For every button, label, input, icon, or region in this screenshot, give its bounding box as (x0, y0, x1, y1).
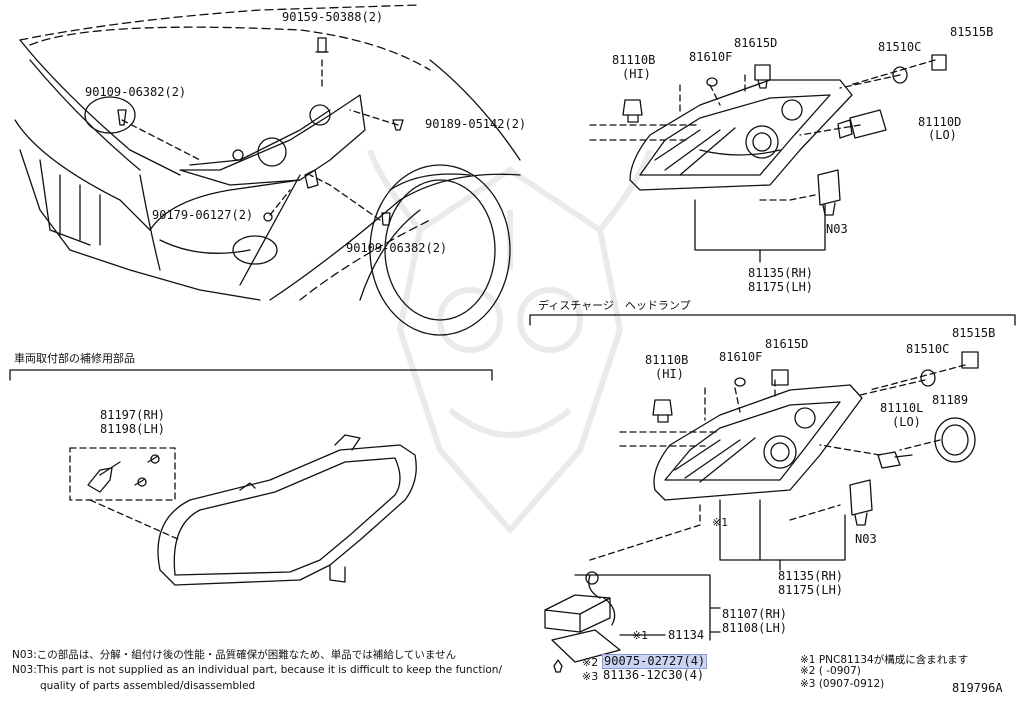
part-90179-06127[interactable]: 90179-06127(2) (152, 208, 254, 222)
ref-note-3: ※3 (0907-0912) (800, 678, 885, 690)
repair-bracket-parts (87, 454, 160, 493)
part-81110B-discharge[interactable]: 81110B (645, 353, 689, 367)
bulbs-discharge (652, 351, 979, 526)
hi-label-top: (HI) (622, 67, 651, 81)
n03-top[interactable]: N03 (826, 222, 848, 236)
part-90075-02727-highlighted[interactable]: 90075-02727(4) (601, 654, 708, 669)
part-81615D-discharge[interactable]: 81615D (765, 337, 809, 351)
part-81610F-top[interactable]: 81610F (689, 50, 733, 64)
part-81136-12C30[interactable]: 81136-12C30(4) (603, 668, 705, 682)
part-81615D-top[interactable]: 81615D (734, 36, 778, 50)
part-81175-top[interactable]: 81175(LH) (748, 280, 814, 294)
ref-mark-1: ※1 (712, 516, 729, 529)
headlamp-discharge (653, 384, 863, 501)
ref-mark-2: ※2 (582, 656, 599, 669)
part-81110L[interactable]: 81110L (880, 401, 924, 415)
part-81110D[interactable]: 81110D (918, 115, 962, 129)
n03-note-japanese: N03:この部品は、分解・組付け後の性能・品質確保が困難なため、単品では補給して… (12, 649, 457, 661)
lo-label-top: (LO) (928, 128, 957, 142)
ballast-assembly (544, 571, 721, 673)
headlamp-repair (157, 434, 417, 586)
part-81515B-top[interactable]: 81515B (950, 25, 994, 39)
part-81510C-discharge[interactable]: 81510C (906, 342, 950, 356)
part-90109-06382-lower[interactable]: 90109-06382(2) (346, 241, 448, 255)
repair-section-bracket (9, 369, 493, 381)
repair-parts-title: 車両取付部の補修用部品 (14, 352, 135, 365)
part-81135-top[interactable]: 81135(RH) (748, 266, 814, 280)
part-81110B-top[interactable]: 81110B (612, 53, 656, 67)
ref-note-1: ※1 PNC81134が構成に含まれます (800, 654, 969, 666)
part-81135-discharge[interactable]: 81135(RH) (778, 569, 844, 583)
part-81175-discharge[interactable]: 81175(LH) (778, 583, 844, 597)
ref-mark-3: ※3 (582, 670, 599, 683)
ref-mark-1b: ※1 (632, 629, 649, 642)
n03-note-english-line1: N03:This part is not supplied as an indi… (12, 664, 502, 676)
part-81107[interactable]: 81107(RH) (722, 607, 788, 621)
bulbs-top (622, 54, 947, 216)
headlamp-top (629, 79, 853, 191)
discharge-section-bracket (529, 314, 1016, 326)
part-81510C-top[interactable]: 81510C (878, 40, 922, 54)
watermark-emblem (367, 150, 653, 535)
discharge-headlamp-title: ディスチャージ ヘッドランプ (538, 299, 691, 312)
part-90159-50388[interactable]: 90159-50388(2) (282, 10, 384, 24)
part-90189-05142[interactable]: 90189-05142(2) (425, 117, 527, 131)
part-81108[interactable]: 81108(LH) (722, 621, 788, 635)
part-81610F-discharge[interactable]: 81610F (719, 350, 763, 364)
part-81134[interactable]: 81134 (668, 628, 705, 642)
n03-note-english-line2: quality of parts assembled/disassembled (40, 680, 256, 692)
hi-label-discharge: (HI) (655, 367, 684, 381)
ref-note-2: ※2 ( -0907) (800, 665, 861, 677)
part-90109-06382-upper[interactable]: 90109-06382(2) (85, 85, 187, 99)
part-81197[interactable]: 81197(RH) (100, 408, 166, 422)
lo-label-discharge: (LO) (892, 415, 921, 429)
part-81189[interactable]: 81189 (932, 393, 969, 407)
fasteners-car (117, 37, 404, 226)
diagram-id: 819796A (952, 681, 1003, 695)
car-front-illustration (14, 4, 521, 336)
n03-discharge[interactable]: N03 (855, 532, 877, 546)
part-81198[interactable]: 81198(LH) (100, 422, 166, 436)
part-81515B-discharge[interactable]: 81515B (952, 326, 996, 340)
